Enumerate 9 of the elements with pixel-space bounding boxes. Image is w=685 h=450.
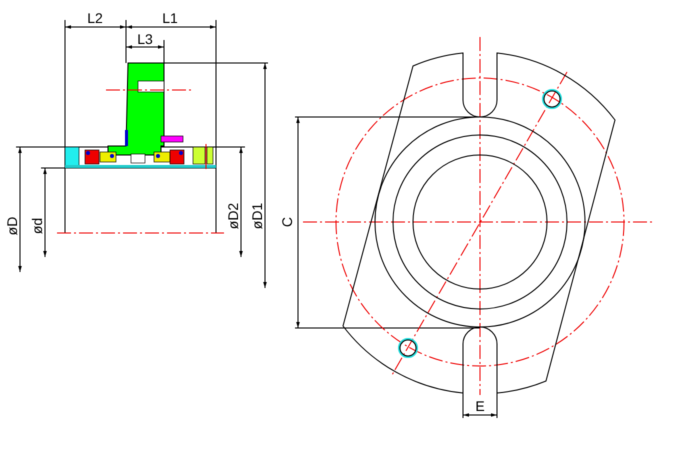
dimension-label: øD: [5, 216, 19, 236]
dimension-label: øD1: [250, 202, 264, 230]
dimension-label: L2: [87, 11, 103, 25]
dimension-label: L3: [137, 32, 153, 46]
dimension-label: E: [475, 399, 485, 413]
dimension-label: ød: [30, 218, 44, 234]
dimension-label: øD2: [226, 202, 240, 230]
dimension-label: C: [280, 216, 294, 228]
dimension-label: L1: [162, 11, 178, 25]
